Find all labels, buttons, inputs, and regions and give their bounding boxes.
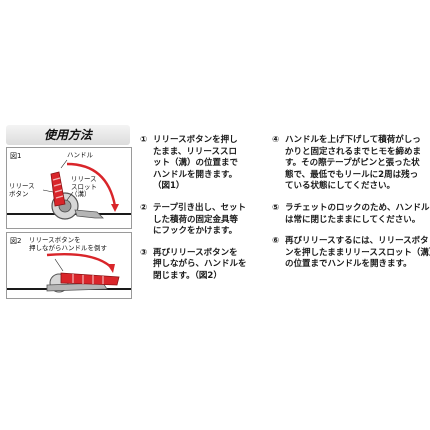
- step-number: ⑥: [272, 236, 280, 247]
- step-number: ③: [140, 247, 148, 258]
- figure-2: 図2 リリースボタンを 押しながらハンドルを倒す: [6, 232, 132, 299]
- label-handle: ハンドル: [67, 151, 93, 159]
- step-3: ③ 再びリリースボタンを 押しながら、ハンドルを 閉じます。（図2）: [140, 248, 265, 283]
- steps-column-right: ④ ハンドルを上げ下げして積荷がしっ かりと固定されるまでヒモを締めま す。その…: [272, 135, 430, 281]
- section-title: 使用方法: [6, 125, 130, 145]
- step-number: ⑤: [272, 202, 280, 213]
- step-6: ⑥ 再びリリースするには、リリースボタ ンを押したままリリーススロット（溝） の…: [272, 236, 430, 271]
- step-text: テープ引き出し、セット した積荷の固定金具等 にフックをかけます。: [153, 202, 246, 237]
- step-text: リリースボタンを押し たまま、リリーススロ ット（溝）の位置まで ハンドルを開き…: [153, 135, 239, 192]
- label-press-and-lower: リリースボタンを 押しながらハンドルを倒す: [29, 236, 107, 252]
- step-text: ハンドルを上げ下げして積荷がしっ かりと固定されるまでヒモを締めま す。その際テ…: [285, 135, 422, 192]
- figure-1-tag: 図1: [10, 152, 22, 160]
- step-number: ④: [272, 135, 280, 145]
- figure-2-tag: 図2: [10, 237, 22, 245]
- step-text: 再びリリースするには、リリースボタ ンを押したままリリーススロット（溝） の位置…: [285, 236, 430, 270]
- figure-1: 図1 ハンドル リリース ボタン リリース スロット （溝）: [6, 147, 132, 229]
- ratchet-illustration-open: [7, 159, 131, 220]
- ratchet-illustration-closing: [7, 253, 131, 293]
- step-text: 再びリリースボタンを 押しながら、ハンドルを 閉じます。（図2）: [153, 247, 247, 281]
- step-number: ②: [140, 202, 148, 213]
- step-1: ① リリースボタンを押し たまま、リリーススロ ット（溝）の位置まで ハンドルを…: [140, 135, 265, 193]
- steps-column-left: ① リリースボタンを押し たまま、リリーススロ ット（溝）の位置まで ハンドルを…: [140, 135, 265, 293]
- step-4: ④ ハンドルを上げ下げして積荷がしっ かりと固定されるまでヒモを締めま す。その…: [272, 135, 428, 193]
- label-release-button: リリース ボタン: [9, 182, 35, 198]
- step-number: ①: [140, 135, 148, 145]
- step-2: ② テープ引き出し、セット した積荷の固定金具等 にフックをかけます。: [140, 203, 265, 238]
- step-5: ⑤ ラチェットのロックのため、ハンドル は常に閉じたままにしてください。: [272, 202, 430, 226]
- step-text: ラチェットのロックのため、ハンドル は常に閉じたままにしてください。: [285, 202, 430, 225]
- label-release-slot: リリース スロット （溝）: [71, 175, 97, 198]
